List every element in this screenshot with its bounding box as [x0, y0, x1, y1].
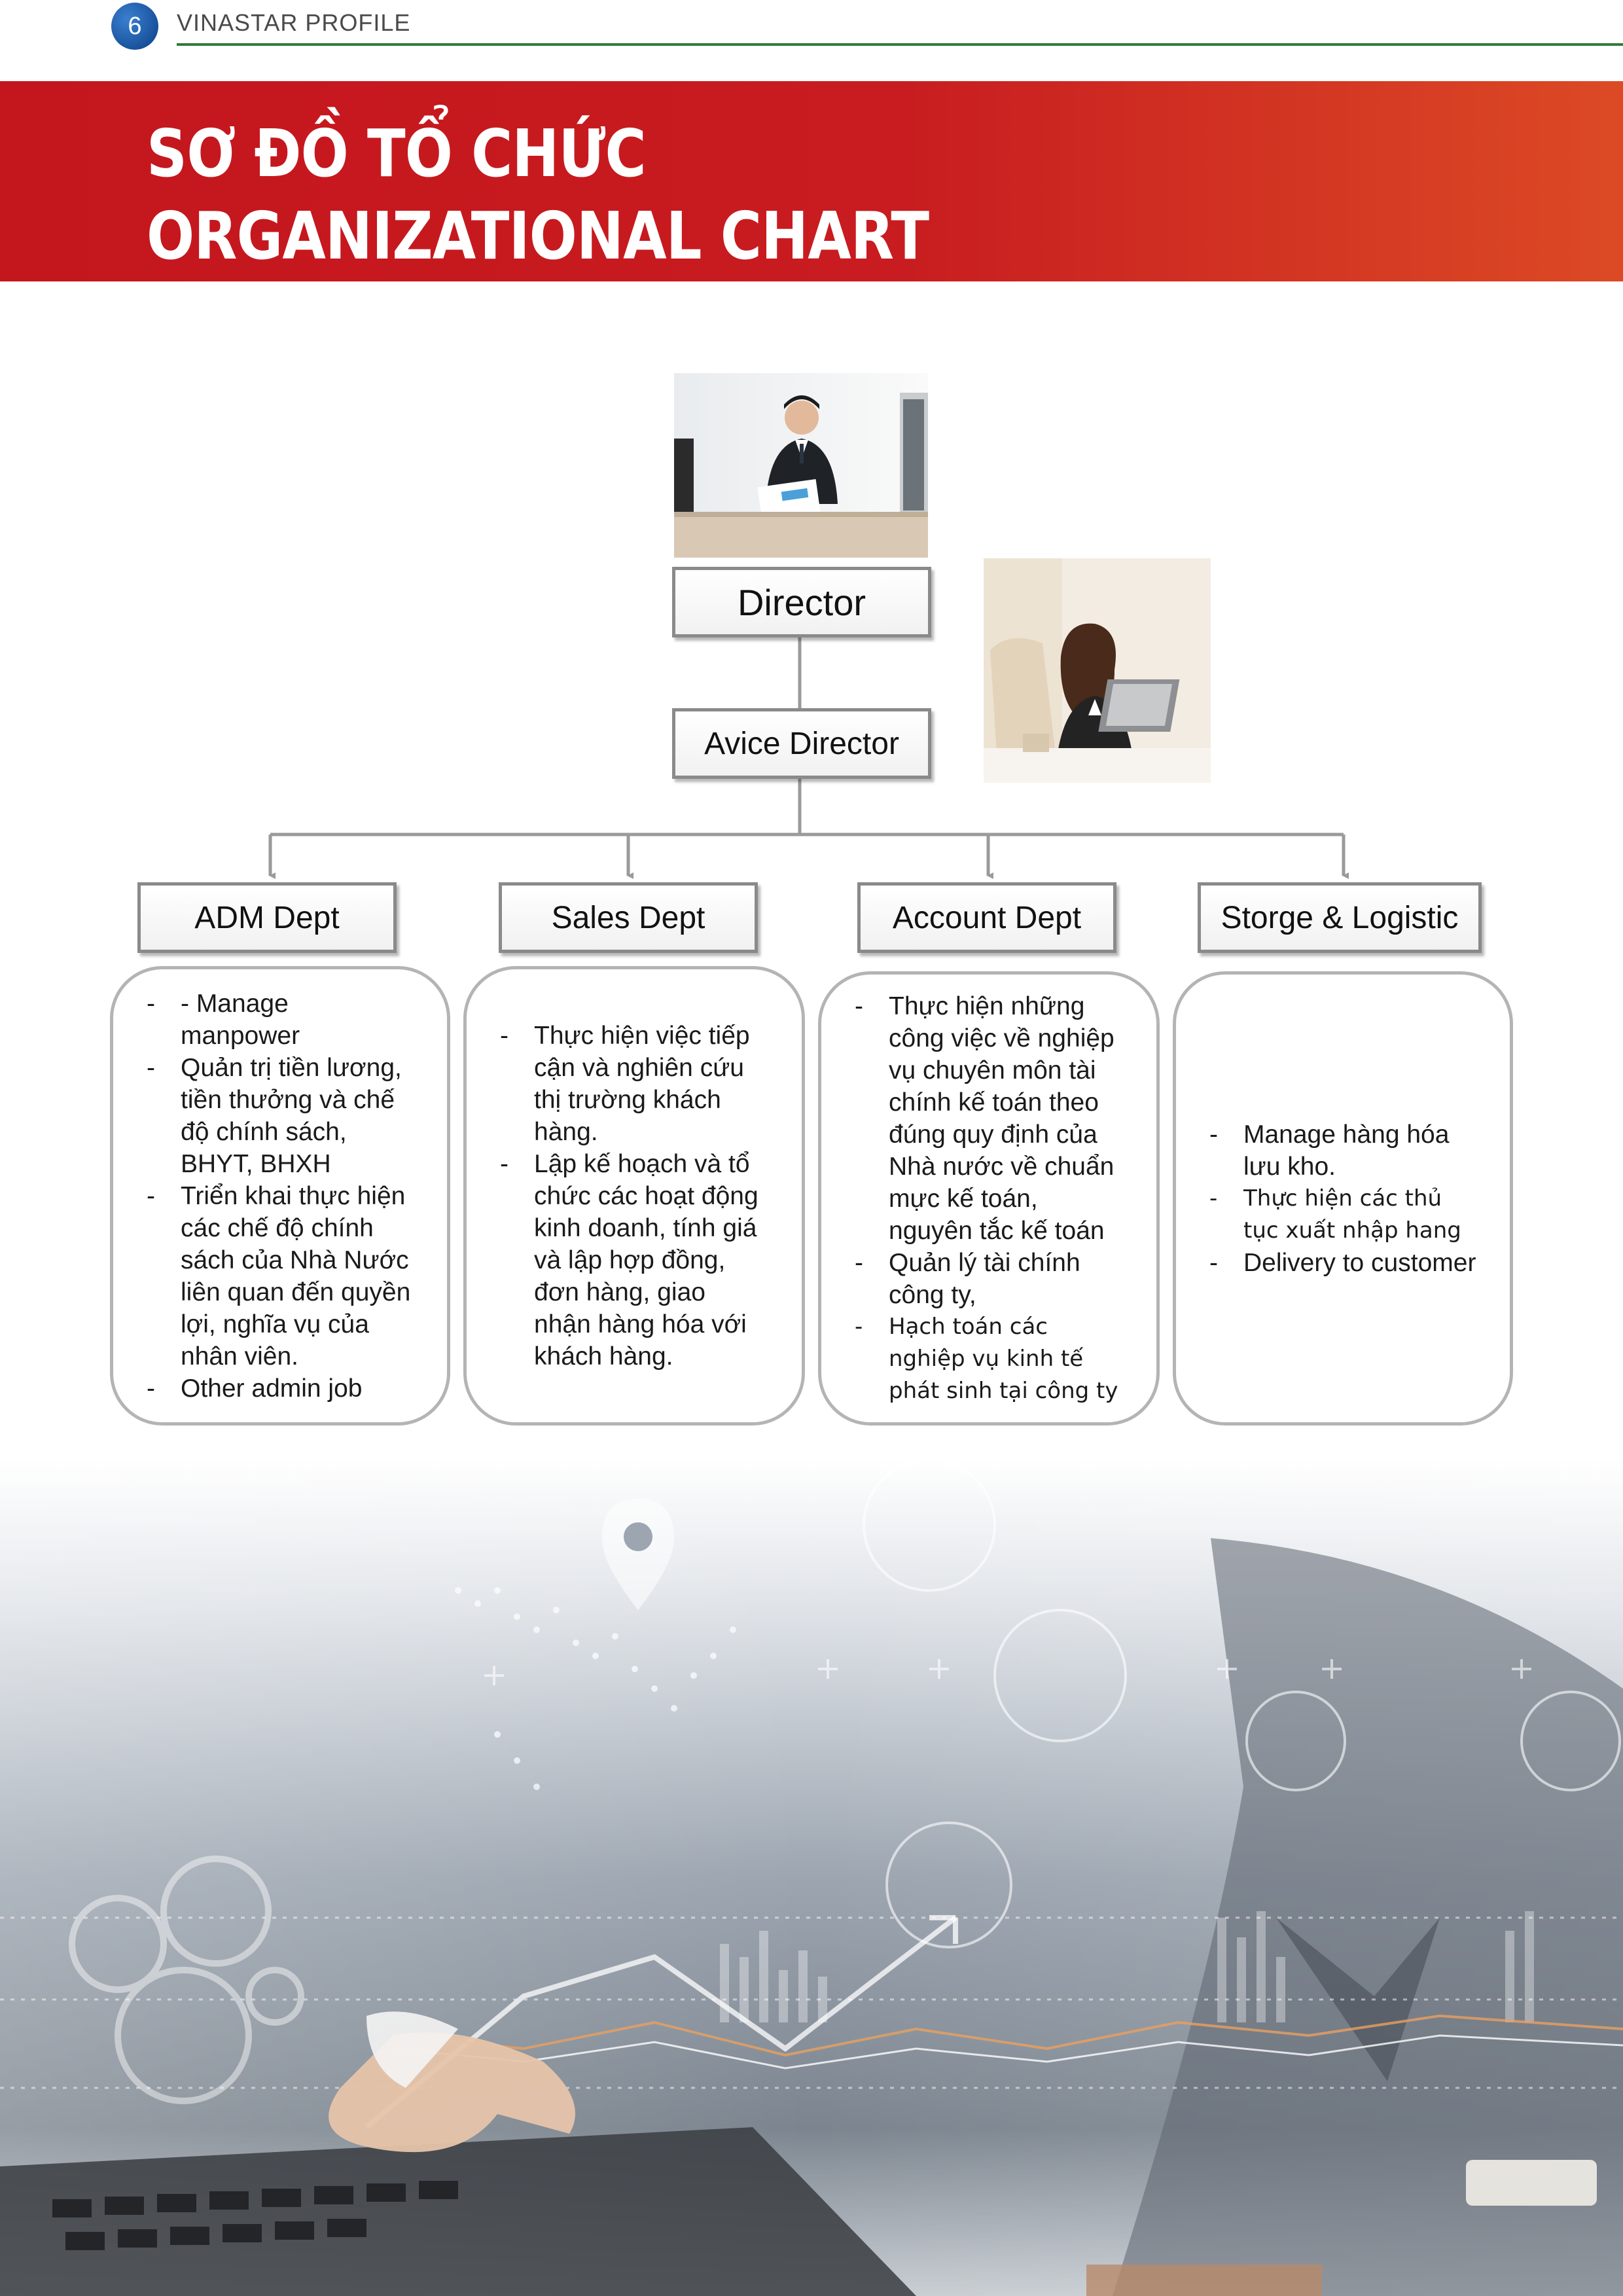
- task-list: Manage hàng hóa lưu kho. Thực hiện các t…: [1209, 1119, 1476, 1279]
- task-item: Other admin job: [147, 1372, 414, 1405]
- director-node: Director: [672, 567, 931, 637]
- dept-label: Sales Dept: [551, 900, 705, 935]
- task-item: Quản lý tài chính công ty,: [855, 1247, 1123, 1311]
- task-item: - Manage manpower: [147, 988, 414, 1052]
- vice-director-node: Avice Director: [672, 708, 931, 779]
- dept-desc-account: Thực hiện những công việc về nghiệp vụ c…: [818, 971, 1160, 1426]
- dept-desc-sales: Thực hiện việc tiếp cận và nghiên cứu th…: [463, 966, 805, 1426]
- director-photo: [674, 373, 928, 558]
- dept-desc-logistic: Manage hàng hóa lưu kho. Thực hiện các t…: [1173, 971, 1513, 1426]
- task-item: Lập kế hoạch và tổ chức các hoạt động ki…: [500, 1148, 768, 1372]
- task-list: - Manage manpower Quản trị tiền lương, t…: [147, 988, 414, 1405]
- dept-desc-adm: - Manage manpower Quản trị tiền lương, t…: [110, 966, 450, 1426]
- org-connectors: [268, 636, 1349, 879]
- dept-label: Account Dept: [892, 900, 1082, 935]
- vice-director-photo: [984, 558, 1211, 783]
- page-number-badge: 6: [111, 3, 158, 50]
- title-vietnamese: SƠ ĐỒ TỔ CHỨC: [147, 115, 647, 192]
- profile-label: VINASTAR PROFILE: [177, 9, 411, 36]
- business-technology-image: [0, 1460, 1623, 2296]
- dept-label: ADM Dept: [194, 900, 340, 935]
- task-list: Thực hiện những công việc về nghiệp vụ c…: [855, 990, 1123, 1407]
- title-english: ORGANIZATIONAL CHART: [147, 198, 929, 274]
- dept-node-account: Account Dept: [857, 882, 1116, 953]
- dept-node-adm: ADM Dept: [137, 882, 397, 953]
- header-divider: [177, 43, 1623, 46]
- task-item: Delivery to customer: [1209, 1247, 1476, 1279]
- page-number: 6: [128, 12, 142, 40]
- task-item: Thực hiện các thủ tục xuất nhập hang: [1209, 1183, 1476, 1247]
- vice-director-label: Avice Director: [704, 726, 899, 761]
- director-label: Director: [737, 581, 866, 623]
- task-item: Hạch toán các nghiệp vụ kinh tế phát sin…: [855, 1311, 1123, 1407]
- dept-node-sales: Sales Dept: [499, 882, 758, 953]
- task-item: Manage hàng hóa lưu kho.: [1209, 1119, 1476, 1183]
- task-list: Thực hiện việc tiếp cận và nghiên cứu th…: [500, 1020, 768, 1372]
- task-item: Thực hiện việc tiếp cận và nghiên cứu th…: [500, 1020, 768, 1148]
- dept-node-logistic: Storge & Logistic: [1198, 882, 1482, 953]
- task-item: Triển khai thực hiện các chế độ chính sá…: [147, 1180, 414, 1372]
- task-item: Thực hiện những công việc về nghiệp vụ c…: [855, 990, 1123, 1247]
- task-item: Quản trị tiền lương, tiền thưởng và chế …: [147, 1052, 414, 1180]
- dept-label: Storge & Logistic: [1221, 900, 1459, 935]
- title-banner: SƠ ĐỒ TỔ CHỨC ORGANIZATIONAL CHART: [0, 81, 1623, 281]
